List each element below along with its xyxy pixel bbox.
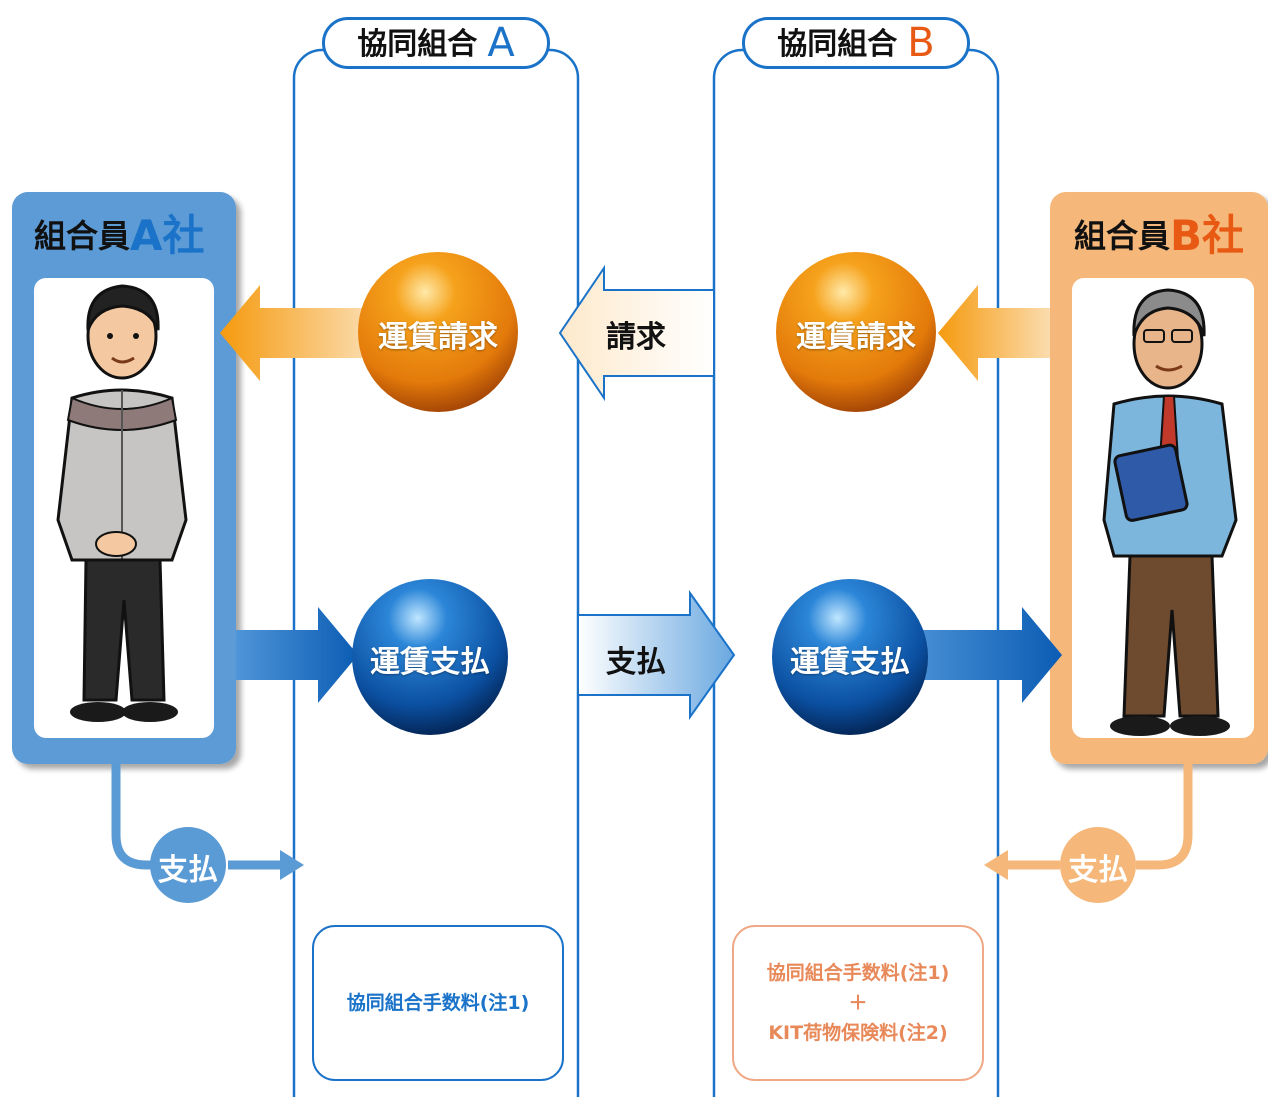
union-b-title: 協同組合 bbox=[777, 27, 898, 62]
member-a-figure bbox=[56, 284, 188, 722]
invoice-arrow bbox=[558, 264, 715, 402]
fee-b-line1: 協同組合手数料(注1) bbox=[766, 962, 950, 984]
freight-invoice-a-label: 運賃請求 bbox=[378, 320, 498, 355]
member-b-figure bbox=[1102, 288, 1238, 736]
invoice-arrow-label: 請求 bbox=[606, 320, 666, 355]
fee-box-a: 協同組合手数料(注1) bbox=[315, 928, 561, 1078]
member-a-title: 組合員A社 bbox=[34, 202, 205, 263]
member-b-title: 組合員B社 bbox=[1074, 202, 1244, 263]
freight-invoice-b-label: 運賃請求 bbox=[796, 320, 916, 355]
member-b-pay-circle bbox=[1060, 827, 1136, 903]
member-a-pay-arrowhead bbox=[280, 850, 304, 880]
fee-a-label: 協同組合手数料(注1) bbox=[346, 992, 530, 1014]
union-a-letter: A bbox=[487, 20, 515, 66]
fee-b-plus: ＋ bbox=[848, 992, 868, 1014]
union-a-tab: 協同組合 A bbox=[322, 17, 550, 69]
union-a-title: 協同組合 bbox=[357, 27, 478, 62]
invoice-ball-b bbox=[776, 252, 936, 412]
member-a-pay-label: 支払 bbox=[158, 853, 218, 888]
invoice-ball-a bbox=[358, 252, 518, 412]
member-a-company: A社 bbox=[130, 211, 205, 260]
payment-ball-a bbox=[352, 579, 508, 735]
invoice-to-a-arrow bbox=[220, 285, 370, 381]
fee-b-line2: KIT荷物保険料(注2) bbox=[768, 1022, 948, 1044]
payment-to-b-arrow bbox=[900, 607, 1062, 703]
payment-from-a-arrow bbox=[236, 607, 358, 703]
payment-arrow bbox=[577, 589, 736, 721]
member-b-prefix: 組合員 bbox=[1074, 217, 1171, 255]
payment-ball-b bbox=[772, 579, 928, 735]
freight-payment-b-label: 運賃支払 bbox=[790, 645, 910, 680]
member-b-company: B社 bbox=[1170, 211, 1245, 260]
member-b-pay-label: 支払 bbox=[1068, 853, 1128, 888]
payment-arrow-label: 支払 bbox=[606, 645, 666, 680]
member-b-pay-arrowhead bbox=[984, 850, 1008, 880]
member-b-pay-connector bbox=[1136, 764, 1193, 870]
member-a-prefix: 組合員 bbox=[34, 217, 131, 255]
member-a-pay-connector bbox=[111, 764, 168, 870]
invoice-from-b-arrow bbox=[938, 285, 1050, 381]
member-a-pay-circle bbox=[150, 827, 226, 903]
fee-box-b: 協同組合手数料(注1) ＋ KIT荷物保険料(注2) bbox=[735, 928, 981, 1078]
freight-payment-a-label: 運賃支払 bbox=[370, 645, 490, 680]
union-b-letter: B bbox=[907, 20, 935, 66]
union-b-tab: 協同組合 B bbox=[742, 17, 970, 69]
